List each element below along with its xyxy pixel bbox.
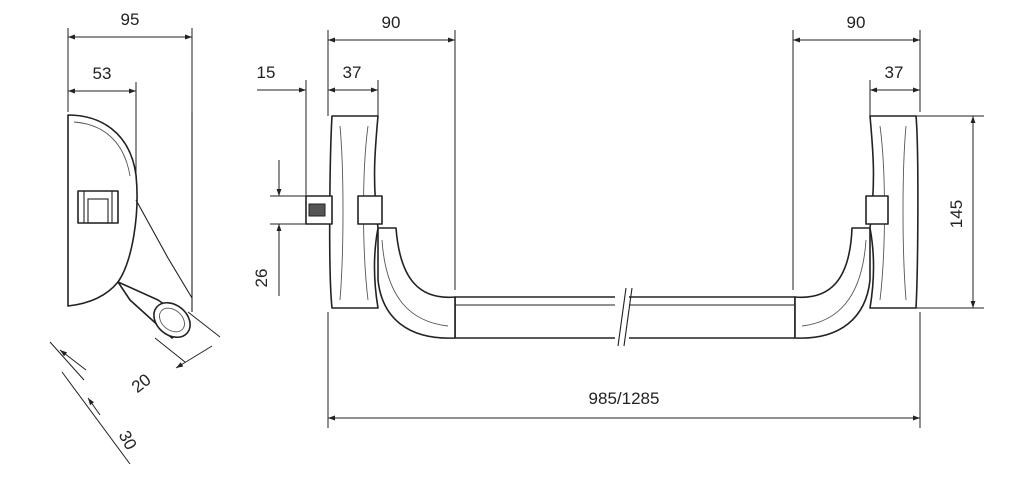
ext-line [154,337,186,363]
side-latch [77,190,119,224]
right-boss [865,195,889,225]
side-latch-slot [87,198,109,224]
front-view [305,115,919,347]
right-arm-shade [801,239,867,327]
ext-line [187,311,221,338]
bar-break-line [623,287,633,347]
dim-line-20b [59,349,87,371]
latch-bolt-tip [308,203,326,217]
side-shade [73,121,131,177]
left-arm-shade [381,239,449,327]
bar-break-line [617,287,627,347]
dim-latch-height: 26 [252,269,271,288]
left-arm [377,227,456,339]
left-plate-shade [339,125,344,301]
side-view [67,112,193,339]
dim-right-plate-width: 37 [885,63,904,82]
dim-side-body-width: 53 [93,64,112,83]
dim-line-20 [175,345,213,369]
right-arm [794,227,871,339]
left-boss [357,195,383,225]
dim-right-bracket-width: 90 [847,13,866,32]
right-plate-shade [902,125,907,301]
dim-left-bracket-width: 90 [382,13,401,32]
side-dims: 95 53 20 30 [49,10,221,465]
side-handle-end-inner [159,307,185,333]
dim-arrow-30 [87,397,101,416]
side-handle-end [153,301,191,339]
front-dims: 90 15 37 26 90 37 145 985/1285 [252,13,984,428]
dim-bracket-height: 145 [947,200,966,228]
side-arm-edge [135,199,193,299]
right-mount-plate [869,115,919,309]
dim-handle-diameter: 20 [128,370,155,397]
dim-side-total-width: 95 [121,10,140,29]
dim-left-plate-width: 37 [343,63,362,82]
ext-line [49,341,85,381]
dim-line-30 [61,371,131,465]
dim-left-mount-offset: 15 [257,63,276,82]
dim-bar-length: 985/1285 [589,389,660,408]
